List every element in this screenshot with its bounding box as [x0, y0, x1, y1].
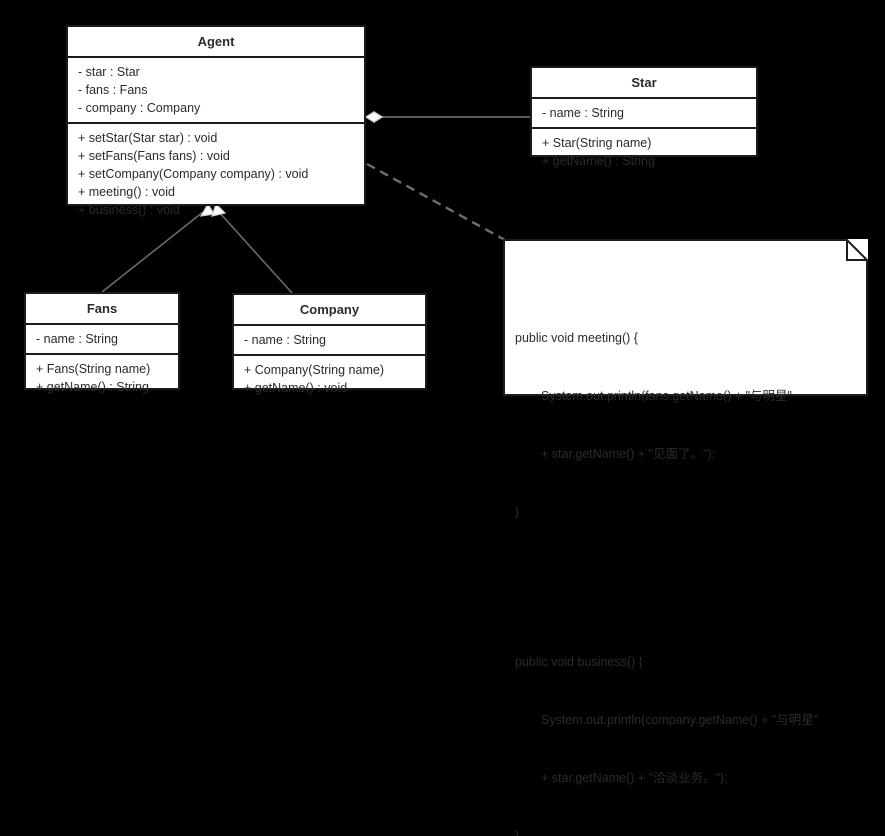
class-name-agent: Agent: [197, 34, 235, 49]
code-block-meeting: public void meeting() { System.out.print…: [515, 290, 858, 561]
class-attributes-star: - name : String: [532, 96, 756, 127]
class-box-star[interactable]: Star - name : String + Star(String name)…: [530, 66, 758, 168]
note-code: public void meeting() { System.out.print…: [503, 239, 868, 836]
code-line: + star.getName() + "洽淡业务。");: [541, 770, 728, 785]
code-line: System.out.println(fans.getName() + "与明星…: [541, 388, 792, 403]
connector-agent-note[interactable]: [366, 162, 506, 242]
class-methods-agent: + setStar(Star star) : void + setFans(Fa…: [68, 121, 364, 225]
class-attributes-fans: - name : String: [26, 322, 178, 353]
class-box-fans[interactable]: Fans - name : String + Fans(String name)…: [24, 292, 180, 394]
code-line: + star.getName() + "见面了。");: [541, 446, 716, 461]
attribute-row: - name : String: [36, 331, 118, 346]
attribute-row: - star : Star: [78, 64, 140, 79]
hollow-triangle-icon-fans: [199, 202, 215, 217]
method-row: + getName() : String: [542, 153, 655, 168]
note-shape: [503, 239, 868, 396]
method-row: + Fans(String name): [36, 361, 151, 376]
class-box-company[interactable]: Company - name : String + Company(String…: [232, 293, 427, 395]
connector-layer: [101, 111, 530, 294]
attribute-row: - name : String: [244, 332, 326, 347]
hollow-triangle-icon-company: [211, 202, 227, 217]
method-row: + getName() : void: [244, 380, 348, 395]
code-line: public void meeting() {: [515, 330, 638, 345]
method-row: + getName() : String: [36, 379, 149, 394]
code-line: public void business() {: [515, 654, 643, 669]
code-block-business: public void business() { System.out.prin…: [515, 614, 858, 836]
note-folded-corner-icon: [847, 240, 867, 260]
class-methods-fans: + Fans(String name) + getName() : String: [26, 352, 178, 401]
class-methods-star: + Star(String name) + getName() : String: [532, 126, 756, 175]
dependency-dashed-line: [366, 162, 506, 242]
method-row: + setFans(Fans fans) : void: [78, 149, 230, 164]
connector-fans-agent[interactable]: [101, 202, 215, 293]
method-row: + setCompany(Company company) : void: [78, 167, 309, 182]
attribute-row: - company : Company: [78, 100, 201, 115]
generalization-line-fans: [101, 211, 204, 293]
method-row: + meeting() : void: [78, 185, 175, 200]
attribute-row: - name : String: [542, 105, 624, 120]
method-row: + Company(String name): [244, 362, 384, 377]
class-methods-company: + Company(String name) + getName() : voi…: [234, 353, 425, 402]
code-line: }: [515, 504, 520, 519]
class-attributes-agent: - star : Star - fans : Fans - company : …: [68, 55, 364, 122]
diagram-canvas: Agent - star : Star - fans : Fans - comp…: [24, 25, 868, 836]
method-row: + Star(String name): [542, 135, 652, 150]
code-line: }: [515, 828, 520, 836]
connector-company-agent[interactable]: [211, 202, 293, 294]
generalization-line-company: [218, 211, 293, 294]
class-name-company: Company: [299, 302, 360, 317]
class-attributes-company: - name : String: [234, 323, 425, 354]
note-box[interactable]: public void meeting() { System.out.print…: [503, 239, 868, 836]
connector-agent-star[interactable]: [364, 111, 530, 123]
class-name-star: Star: [631, 75, 657, 90]
code-line: System.out.println(company.getName() + "…: [541, 712, 819, 727]
hollow-diamond-icon: [364, 111, 384, 123]
method-row: + business() : void: [78, 203, 180, 218]
method-row: + setStar(Star star) : void: [78, 130, 218, 145]
class-box-agent[interactable]: Agent - star : Star - fans : Fans - comp…: [66, 25, 366, 217]
attribute-row: - fans : Fans: [78, 82, 148, 97]
class-name-fans: Fans: [86, 301, 118, 316]
